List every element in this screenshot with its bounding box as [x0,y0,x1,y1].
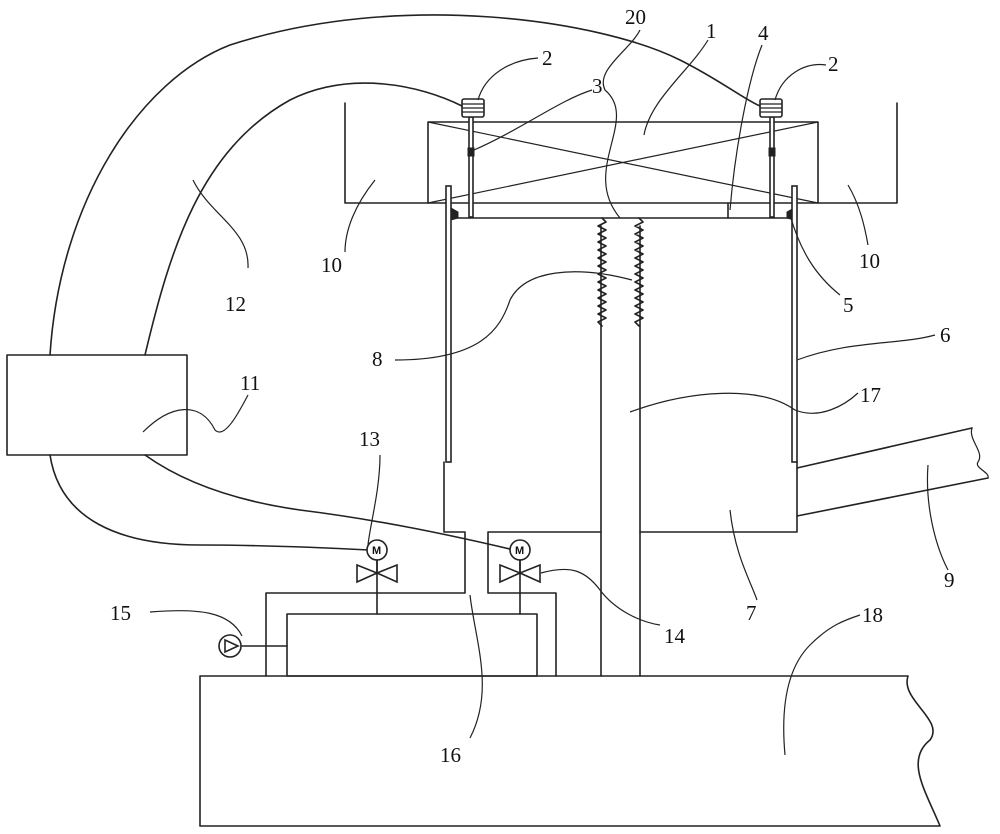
leader-1 [643,39,709,136]
inner-pipe [487,531,602,677]
leader-5 [789,214,841,296]
label-16: 16 [440,743,461,767]
leader-8 [394,271,633,361]
collector-box [286,613,538,677]
chamber-body [265,461,466,677]
label-7: 7 [746,601,757,625]
fitting-left [450,207,459,221]
leader-10-right [847,184,869,246]
control-box [6,354,188,456]
cable-valve-14 [144,454,511,550]
screw-right [634,217,644,327]
leader-15 [149,610,243,637]
label-9: 9 [944,568,955,592]
label-3: 3 [592,74,603,98]
base-tank [199,675,941,827]
label-12: 12 [225,292,246,316]
cable-sensor-right [49,14,761,356]
label-13: 13 [359,427,380,451]
outlet-pipe [796,427,973,469]
leader-3 [473,89,593,151]
label-14: 14 [664,624,686,648]
leader-11 [142,394,249,433]
label-8: 8 [372,347,383,371]
right-tub [817,102,898,204]
label-18: 18 [862,603,883,627]
label-2-right: 2 [828,52,839,76]
rod-right [769,116,775,218]
top-box [427,121,819,204]
cross-line-b [427,121,819,204]
valve-14: M [499,539,541,584]
left-tub [344,102,429,204]
label-15: 15 [110,601,131,625]
sensor-right [759,98,783,118]
leader-7 [729,509,758,601]
cable-sensor-left [144,82,463,356]
label-5: 5 [843,293,854,317]
outlet-pipe-lower [796,477,989,517]
leader-4 [729,44,763,211]
pump [218,634,242,658]
leader-10-left [344,179,376,253]
leader-12 [192,179,249,269]
leader-17 [629,392,859,414]
motor-symbol-13: M [372,545,381,557]
leader-2-right [774,63,827,101]
chamber-right [639,461,798,677]
label-1: 1 [706,19,717,43]
cable-valve-13 [49,454,370,551]
leader-6 [796,334,936,361]
leader-2-left [477,57,539,101]
label-6: 6 [940,323,951,347]
leader-20 [602,29,641,219]
sensor-left [461,98,485,118]
outlet-pipe-end [970,427,989,479]
leader-9 [926,464,949,571]
leader-18 [783,614,861,756]
valve-13: M [356,539,398,584]
screw-left [597,217,607,327]
label-10-left: 10 [321,253,342,277]
leader-16 [469,594,483,739]
label-11: 11 [240,371,260,395]
motor-symbol-14: M [515,545,524,557]
label-10-right: 10 [859,249,880,273]
rod-right-slot [768,147,776,157]
guide-rail-right [791,185,798,463]
leader-14 [540,568,661,626]
leader-13 [367,454,381,546]
rod-left-slot [467,147,475,157]
rod-left [468,116,474,218]
guide-rail-left [445,185,452,463]
label-2-left: 2 [542,46,553,70]
label-17: 17 [860,383,881,407]
label-4: 4 [758,21,769,45]
label-20: 20 [625,5,646,29]
